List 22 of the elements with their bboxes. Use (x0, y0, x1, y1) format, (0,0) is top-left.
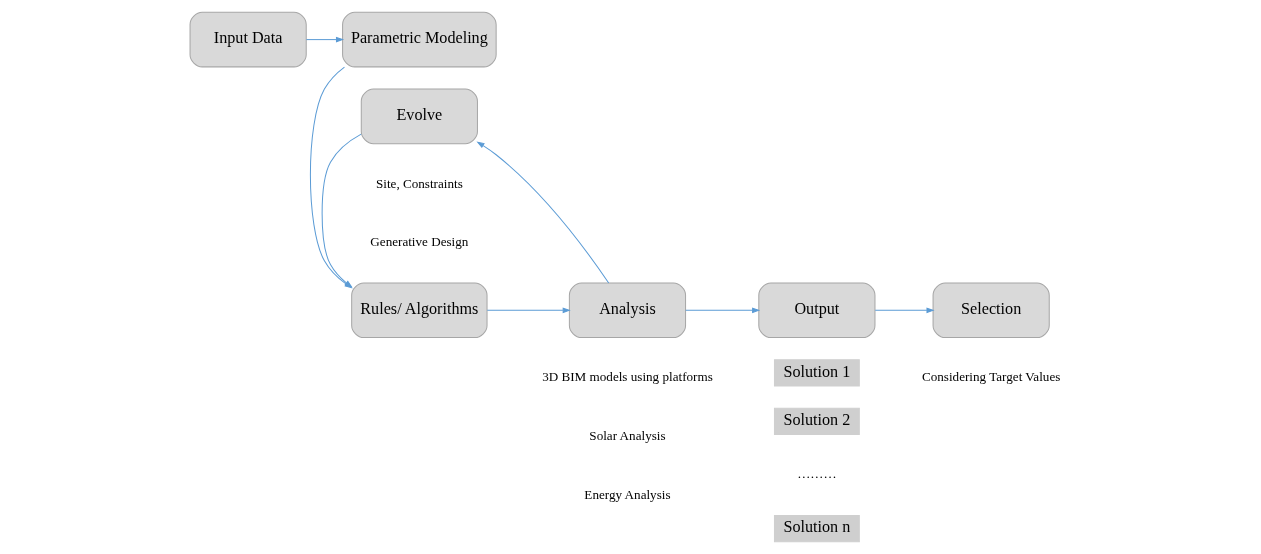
node-box: Solution n (773, 514, 860, 543)
arrow (476, 141, 610, 284)
label: Site, Constraints (375, 175, 463, 191)
arrow (305, 36, 345, 43)
label: ……… (797, 466, 837, 482)
label: Considering Target Values (921, 369, 1061, 385)
label: Generative Design (370, 234, 469, 250)
node-box: Selection (932, 282, 1050, 339)
node-box: Rules/ Algorithms (351, 282, 488, 339)
arrow (874, 307, 935, 314)
node-box: Evolve (360, 88, 478, 145)
arrow (685, 307, 761, 314)
node-box: Solution 2 (773, 407, 860, 436)
label: 3D BIM models using platforms (542, 369, 713, 385)
node-box: Solution 1 (773, 359, 860, 387)
node-box: Parametric Modeling (342, 11, 497, 68)
node-box: Analysis (568, 282, 687, 339)
label: Solar Analysis (589, 428, 666, 444)
arrow (486, 307, 571, 314)
node-box: Output (758, 282, 876, 339)
label: Energy Analysis (584, 486, 671, 502)
node-box: Input Data (189, 11, 307, 68)
